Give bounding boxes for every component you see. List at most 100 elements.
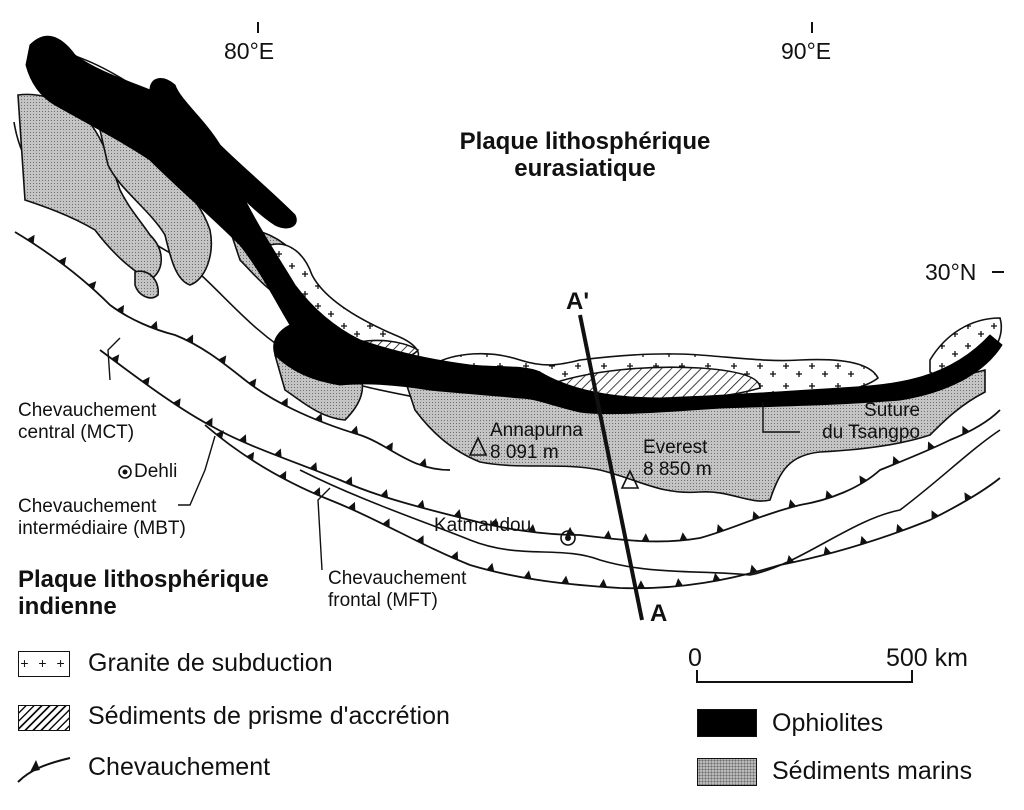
thrust-mft — [204, 424, 1001, 590]
longitude-90e-label: 90°E — [781, 38, 832, 64]
everest-name: Everest — [643, 437, 708, 458]
thrust-tooth — [788, 499, 797, 509]
thrust-tooth — [962, 425, 970, 435]
thrust-tooth — [523, 570, 532, 579]
leader-mct — [107, 337, 121, 381]
thrust-tooth — [419, 458, 427, 467]
legend-prisme-label: Sédiments de prisme d'accrétion — [88, 702, 450, 730]
thrust-mbt — [99, 349, 1001, 543]
katmandou-label: Katmandou — [434, 515, 532, 536]
legend-thrust-symbol — [17, 757, 71, 783]
latitude-30n-label: 30°N — [925, 259, 977, 285]
everest-altitude: 8 850 m — [643, 459, 712, 480]
legend-prisme-swatch — [18, 705, 70, 731]
mct-label-line-1: Chevauchement — [18, 400, 157, 421]
thrust-tooth — [309, 462, 318, 472]
thrust-tooth — [87, 281, 97, 290]
thrust-tooth — [712, 572, 721, 582]
thrust-tooth — [312, 487, 321, 497]
mft-label-line-1: Chevauchement — [328, 568, 467, 589]
thrust-tooth — [185, 334, 194, 344]
thrust-tooth — [823, 546, 832, 556]
thrust-tooth — [416, 499, 425, 509]
thrust-tooth — [927, 441, 936, 451]
thrust-tooth — [314, 413, 323, 423]
suture-label: Suture du Tsangpo — [808, 400, 920, 444]
thrust-tooth — [603, 530, 612, 539]
marine-sediment-islet — [134, 270, 159, 299]
thrust-tooth — [490, 517, 499, 527]
legend-chevauchement-label: Chevauchement — [88, 753, 271, 781]
katmandou-marker — [560, 530, 576, 546]
thrust-tooth — [752, 511, 760, 521]
annapurna-label: Annapurna 8 091 m — [490, 420, 583, 464]
thrust-teeth — [26, 234, 972, 589]
legend-granite-swatch: + + + — [18, 651, 70, 677]
annapurna-name: Annapurna — [490, 420, 583, 441]
boundary-south-mid — [299, 429, 1001, 576]
thrust-tooth — [637, 580, 646, 589]
thrust-tooth — [599, 578, 608, 588]
annapurna-altitude: 8 091 m — [490, 442, 559, 463]
thrust-tooth — [679, 532, 688, 541]
mbt-label-line-1: Chevauchement — [18, 496, 157, 517]
section-start-label: A — [650, 600, 668, 627]
thrust-tooth — [486, 562, 495, 572]
thrust-tooth — [239, 434, 247, 444]
indian-plate-label: Plaque lithosphérique indienne — [18, 566, 269, 620]
thrust-tooth — [528, 524, 536, 533]
thrust-tooth — [385, 442, 393, 452]
thrust-tooth — [825, 490, 833, 500]
thrust-tooth — [215, 430, 224, 439]
thrust-tooth — [274, 448, 282, 458]
mft-label: Chevauchement frontal (MFT) — [328, 568, 466, 612]
thrust-tooth — [450, 551, 459, 561]
thrust-tooth — [416, 535, 424, 545]
everest-label: Everest 8 850 m — [643, 437, 712, 481]
scale-zero-label: 0 — [688, 644, 702, 672]
mct-label-line-2: central (MCT) — [18, 422, 135, 443]
thrust-tooth — [350, 425, 359, 435]
thrust-tooth — [218, 355, 227, 365]
legend-marins-label: Sédiments marins — [772, 757, 973, 785]
annapurna-peak-icon — [468, 436, 488, 456]
leader-mbt — [178, 435, 216, 506]
mbt-label: Chevauchement intermédiaire (MBT) — [18, 496, 186, 540]
thrust-mct — [14, 231, 451, 471]
thrust-tooth — [674, 578, 683, 587]
scale-bar — [696, 670, 913, 683]
eurasian-plate-line-2: eurasiatique — [514, 155, 656, 182]
suture-line-2: du Tsangpo — [822, 422, 920, 443]
thrust-tooth — [116, 304, 125, 314]
mbt-label-line-2: intermédiaire (MBT) — [18, 518, 186, 539]
thrust-tooth — [246, 451, 255, 461]
eurasian-plate-line-1: Plaque lithosphérique — [459, 128, 711, 155]
eurasian-plate-label: Plaque lithosphérique eurasiatique — [440, 128, 730, 182]
thrust-tooth — [205, 417, 213, 427]
thrust-tooth — [141, 376, 150, 386]
leader-suture — [762, 402, 800, 433]
thrust-tooth — [280, 397, 288, 407]
ophiolite-belt — [25, 35, 1003, 415]
indian-plate-line-1: Plaque lithosphérique — [18, 566, 269, 593]
thrust-tooth — [641, 533, 650, 542]
thrust-tooth — [786, 555, 795, 564]
thrust-tooth — [344, 476, 353, 486]
legend-ophiolites-label: Ophiolites — [772, 709, 884, 737]
thrust-tooth — [348, 501, 356, 511]
thrust-tooth — [561, 575, 570, 584]
thrust-tooth — [931, 510, 939, 520]
thrust-tooth — [248, 378, 257, 388]
thrust-tooth — [172, 398, 181, 408]
thrust-tooth — [26, 234, 35, 244]
indian-plate-line-2: indienne — [18, 593, 117, 620]
longitude-80e-label: 80°E — [224, 38, 275, 64]
dehli-marker — [118, 465, 132, 479]
everest-peak-icon — [620, 469, 640, 489]
thrust-tooth — [716, 524, 725, 533]
legend-granite-label: Granite de subduction — [88, 649, 333, 677]
section-line — [578, 314, 644, 621]
thrust-tooth — [278, 470, 287, 480]
thrust-tooth — [859, 475, 868, 485]
thrust-tooth — [150, 320, 158, 330]
